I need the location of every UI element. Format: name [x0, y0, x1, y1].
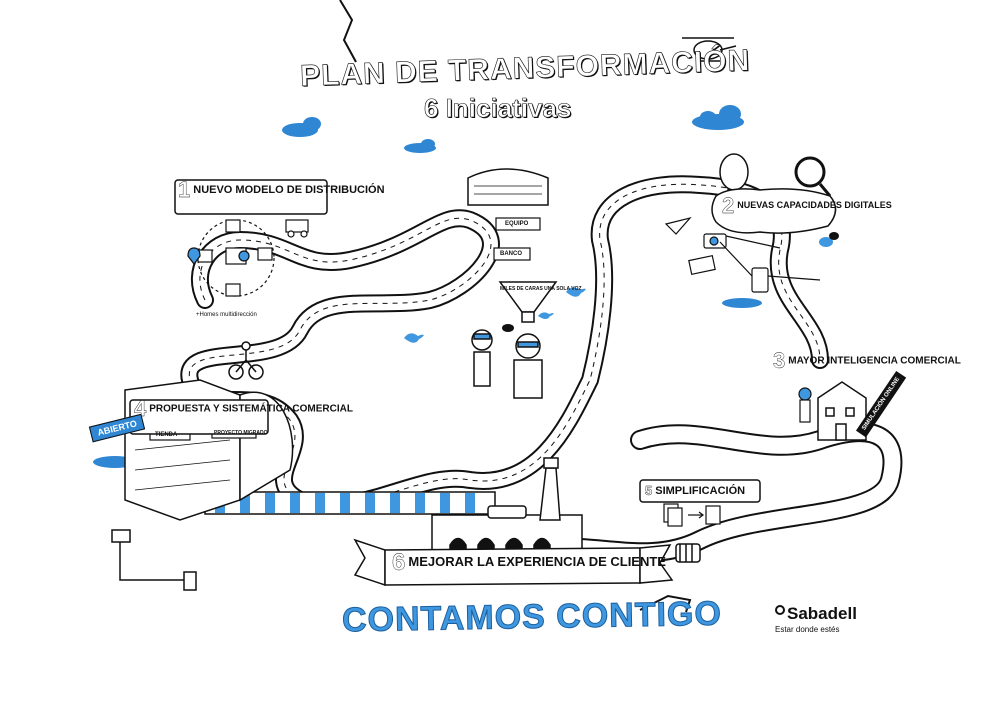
chat-bubble-icon — [829, 232, 839, 240]
devices-icon — [688, 233, 821, 293]
magnifier-icon — [794, 156, 832, 197]
sign-equipo: EQUIPO — [505, 221, 529, 227]
bird-icon — [566, 287, 586, 297]
initiative-frame — [174, 179, 328, 215]
chat-bubble-icon — [502, 324, 514, 332]
sign-tienda: TIENDA — [155, 432, 178, 438]
brand-name: Sabadell — [775, 604, 857, 624]
person-icon — [513, 333, 543, 399]
helicopter-icon — [682, 37, 737, 62]
pipe-icon — [111, 529, 197, 591]
brand-logo: Sabadell Estar donde estés — [775, 604, 857, 634]
ribbon-banner — [353, 538, 674, 587]
sign-proyecto: PROYECTO MIGRADO — [214, 430, 268, 436]
page-subtitle: 6 Iniciativas — [424, 93, 572, 124]
person-icon — [471, 329, 493, 387]
road-path — [180, 175, 829, 514]
bird-icon — [404, 333, 424, 343]
initiative-label: SIMPLIFICACIÓN — [655, 485, 746, 497]
sign-banco: BANCO — [500, 251, 522, 257]
sign-multicanal: +Homes multidirección — [196, 312, 257, 318]
cyclist-icon — [228, 341, 264, 380]
initiative-label: PROPUESTA Y SISTEMÁTICA COMERCIAL — [149, 403, 353, 415]
crane-hook-icon — [339, 0, 357, 63]
initiative-label: NUEVO MODELO DE DISTRIBUCIÓN — [193, 184, 385, 196]
initiative-number: 6 — [392, 548, 406, 576]
paper-plane-icon — [664, 216, 692, 235]
cloud-icon — [404, 139, 436, 153]
initiative-frame — [639, 479, 761, 503]
person-icon — [798, 387, 812, 423]
slogan: CONTAMOS CONTIGO — [341, 594, 723, 640]
initiative-label: MAYOR INTELIGENCIA COMERCIAL — [788, 355, 961, 367]
sign-board — [493, 247, 531, 261]
truck-icon — [285, 219, 309, 238]
cloud-icon — [282, 117, 321, 137]
cloud-icon — [692, 105, 744, 130]
cloud-icon — [722, 298, 762, 308]
stadium-icon — [467, 168, 549, 206]
initiative-label: MEJORAR LA EXPERIENCIA DE CLIENTE — [408, 554, 666, 569]
funnel-icon — [498, 281, 558, 323]
chat-bubble-icon — [819, 237, 833, 247]
initiative-number: 1 — [178, 177, 191, 203]
sign-miles-de-caras: MILES DE CARAS UNA SOLA VOZ — [500, 286, 582, 292]
bird-icon — [538, 312, 554, 319]
initiative-number: 3 — [773, 348, 786, 373]
initiative-frame — [711, 188, 837, 234]
initiative-number: 2 — [722, 192, 735, 218]
brand-tagline: Estar donde estés — [775, 625, 840, 634]
documents-icon — [663, 503, 721, 527]
crane-hook-icon — [639, 594, 692, 613]
initiative-number: 5 — [645, 483, 653, 499]
road-path — [570, 422, 903, 563]
sign-board — [495, 217, 541, 231]
tower-icon — [539, 457, 561, 521]
initiative-label: NUEVAS CAPACIDADES DIGITALES — [737, 200, 892, 210]
network-diagram — [187, 219, 275, 297]
cable-connector-icon — [675, 543, 701, 563]
house-icon — [817, 381, 867, 441]
